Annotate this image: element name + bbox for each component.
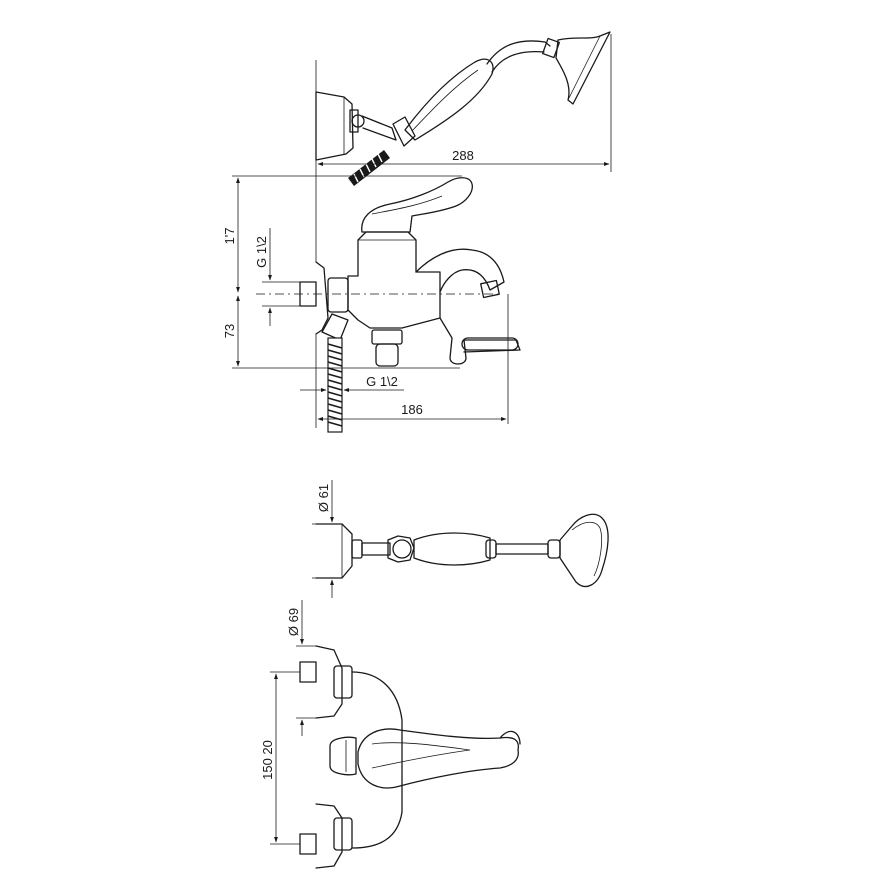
hand-shower-side-view: 288 <box>315 31 612 186</box>
dim-spout-reach: 186 <box>401 402 423 417</box>
dim-holder-diameter: Ø 61 <box>316 484 331 512</box>
dim-height-upper: 1'7 <box>222 228 237 245</box>
dim-thread-side: G 1\2 <box>254 236 269 268</box>
hose-thread-stub <box>348 150 390 186</box>
dim-thread-bottom: G 1\2 <box>366 374 398 389</box>
mixer-front-view: 1'7 73 G 1\2 G 1\2 186 <box>222 172 521 433</box>
dim-shower-width: 288 <box>452 148 474 163</box>
dim-height-lower: 73 <box>222 324 237 338</box>
braided-hose <box>327 337 343 433</box>
dim-flange-diameter: Ø 69 <box>286 608 301 636</box>
hand-shower-top-view: Ø 61 <box>312 480 609 598</box>
dim-centre-distance: 150 20 <box>260 740 275 780</box>
mixer-top-view: Ø 69 150 20 <box>260 600 521 869</box>
